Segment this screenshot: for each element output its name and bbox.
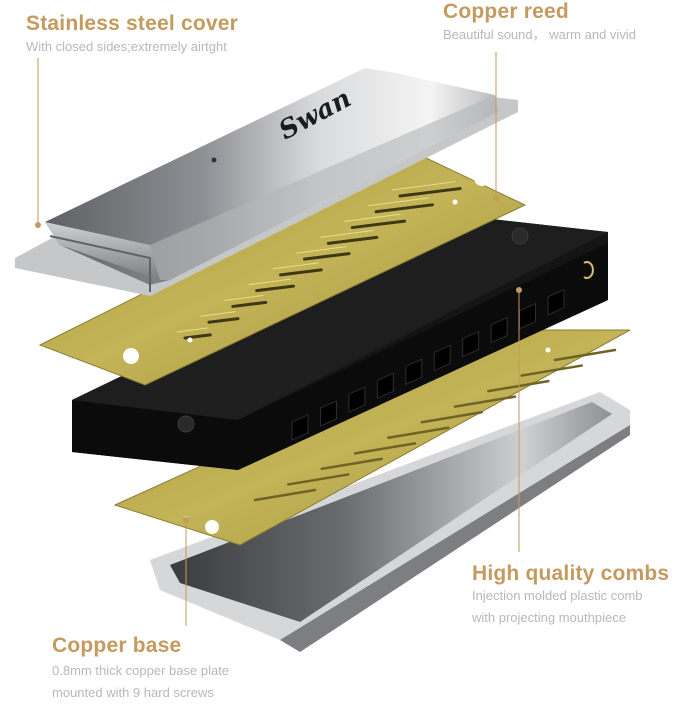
reed-highlight [368, 197, 429, 207]
base-slot [487, 379, 550, 393]
cover-screw [211, 157, 217, 163]
reed-screw-hole [187, 337, 193, 343]
plastic-comb [72, 215, 608, 470]
callout-dots [35, 195, 522, 523]
reed-slot [350, 219, 407, 230]
base-slot [520, 364, 583, 377]
top-steel-cover: Swan [15, 68, 518, 296]
comb-screw-post [177, 415, 195, 433]
reed-highlight [176, 327, 209, 333]
reed-highlight [320, 229, 374, 238]
reed-slots [176, 181, 462, 340]
callout-lines [37, 52, 520, 626]
reed-highlight [224, 294, 264, 301]
comb-screw-post [511, 227, 529, 245]
comb-description: Injection molded plastic comb with proje… [472, 585, 643, 629]
base-screw-hole [545, 347, 551, 353]
base-rivet-hole [205, 520, 219, 534]
reed-description: Beautiful sound， warm and vivid [443, 24, 636, 46]
reed-highlight [272, 262, 319, 270]
base-slot [353, 442, 417, 455]
comb-mouthpiece-holes [291, 289, 565, 441]
base-slot [253, 488, 317, 502]
comb-hole [490, 316, 508, 344]
base-slot [453, 395, 517, 408]
reed-highlight [200, 311, 236, 317]
comb-hole [462, 330, 480, 358]
comb-hole [348, 386, 366, 413]
comb-hole [291, 414, 309, 441]
reed-slot [302, 252, 351, 261]
reed-highlight [248, 278, 291, 286]
comb-hole [319, 400, 337, 427]
comb-description-line: with projecting mouthpiece [472, 610, 626, 625]
reed-slot [231, 300, 268, 308]
base-description-line: mounted with 9 hard screws [52, 685, 214, 700]
comb-title: High quality combs [472, 562, 670, 585]
base-slot [553, 348, 617, 362]
cover-description-line: With closed sides;extremely airtght [26, 39, 227, 54]
cover-title: Stainless steel cover [26, 12, 238, 35]
base-description: 0.8mm thick copper base plate mounted wi… [52, 660, 229, 704]
reed-highlight [344, 213, 401, 223]
copper-base-plate [113, 329, 631, 546]
base-slot [420, 410, 483, 424]
base-title: Copper base [52, 634, 182, 657]
reed-rivet-hole [123, 348, 139, 364]
reed-screw-hole [452, 199, 458, 205]
reed-title: Copper reed [443, 0, 569, 23]
cover-description: With closed sides;extremely airtght [26, 36, 227, 58]
reed-slot [398, 187, 462, 198]
comb-description-line: Injection molded plastic comb [472, 588, 643, 603]
bottom-steel-cover [150, 392, 630, 652]
base-reed-slots [253, 348, 617, 502]
base-slot [387, 426, 450, 440]
reed-slot [326, 235, 379, 245]
base-slot [320, 457, 383, 471]
base-slot [287, 473, 350, 486]
reed-rivet-hole [474, 170, 490, 186]
reed-highlight [296, 246, 346, 254]
reed-slot [374, 203, 434, 214]
comb-hole [405, 358, 423, 386]
base-description-line: 0.8mm thick copper base plate [52, 663, 230, 678]
reed-slot [183, 333, 212, 340]
comb-hole [547, 289, 565, 316]
reed-highlight [391, 181, 456, 191]
comb-hole [376, 372, 394, 399]
reed-slot [207, 317, 240, 324]
comb-hole [519, 302, 537, 330]
reed-slot [255, 284, 296, 293]
reed-description-line: Beautiful sound， warm and vivid [443, 27, 636, 42]
reed-slot [279, 268, 323, 277]
comb-hole [433, 344, 451, 372]
key-marking [583, 261, 594, 279]
